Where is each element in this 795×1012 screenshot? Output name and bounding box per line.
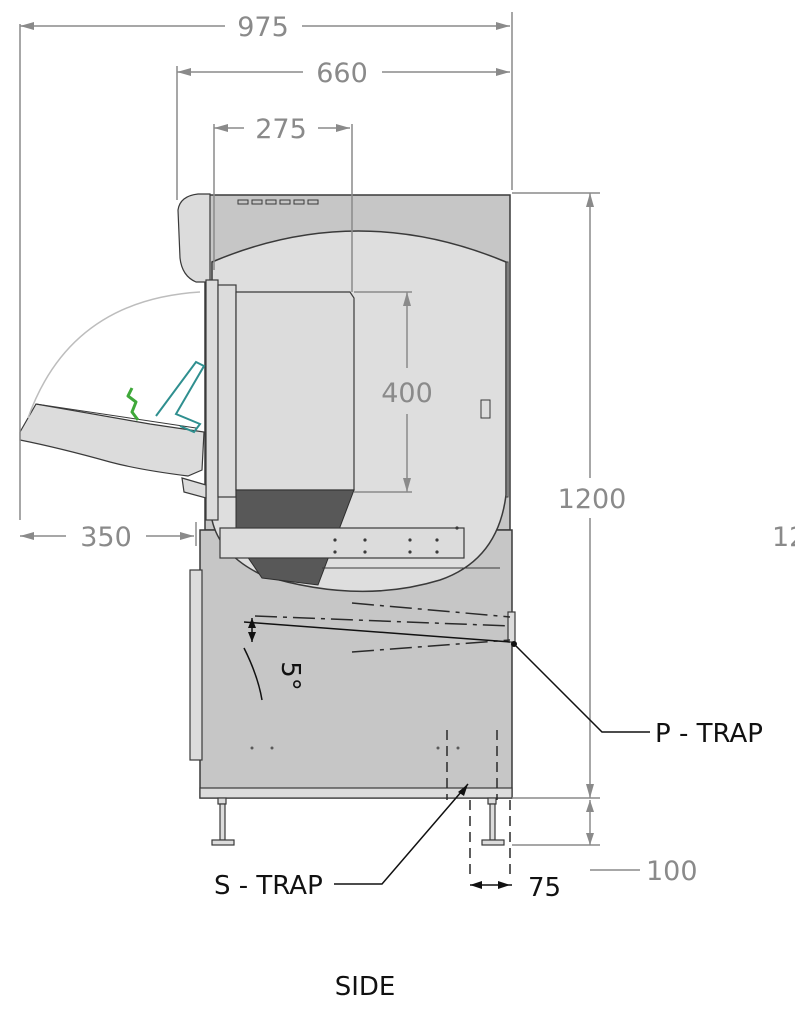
dimension-100: 100 (512, 800, 698, 887)
s-trap-label: S - TRAP (214, 871, 323, 901)
dim-400-text: 400 (381, 378, 433, 409)
door-frame-left (205, 279, 219, 521)
interior-shelf (219, 527, 465, 559)
dimension-1200: 1200 (512, 192, 627, 799)
front-foot (211, 797, 235, 846)
open-door-tray (19, 403, 205, 477)
machine-side-view (19, 193, 516, 880)
door-frame-inner (217, 284, 237, 498)
dimension-275: 275 (213, 114, 353, 292)
lower-front-panel (189, 569, 203, 761)
rear-foot (481, 797, 505, 846)
dim-975-text: 975 (237, 12, 289, 43)
lower-bolts (250, 746, 460, 750)
dim-100-text: 100 (646, 856, 698, 887)
wash-tank (235, 291, 355, 491)
dim-350-text: 350 (80, 522, 132, 553)
rack-guide (155, 360, 206, 434)
p-trap-label: P - TRAP (655, 719, 763, 749)
angle-annotation: 5° (243, 618, 305, 701)
dimension-400: 400 (354, 291, 433, 493)
dimension-660: 660 (176, 58, 510, 200)
s-trap-callout: S - TRAP (214, 783, 469, 901)
p-trap-callout: P - TRAP (511, 641, 763, 749)
view-title: SIDE (335, 972, 396, 1002)
door-swing-arc (27, 291, 201, 419)
rear-drain-spigot (507, 611, 516, 643)
p-trap-hidden-lines (243, 602, 511, 653)
s-trap-hidden-lines (446, 730, 511, 880)
rear-latch (480, 399, 491, 419)
shelf-bolts (333, 526, 459, 554)
dimension-350: 350 (20, 522, 197, 553)
dim-75-text: 75 (528, 873, 561, 903)
dim-1200-text: 1200 (558, 484, 627, 515)
door-hinge-arm (181, 477, 207, 499)
dim-275-text: 275 (255, 114, 307, 145)
green-handle (126, 387, 140, 421)
dim-660-text: 660 (316, 58, 368, 89)
cutoff-dimension-text: 12 (772, 522, 795, 553)
base-plate (199, 787, 513, 799)
dimension-75: 75 (470, 873, 561, 903)
dimension-975: 975 (19, 12, 513, 520)
top-vent-slots (237, 199, 319, 205)
angle-text: 5° (275, 661, 305, 691)
control-hood (177, 193, 211, 283)
